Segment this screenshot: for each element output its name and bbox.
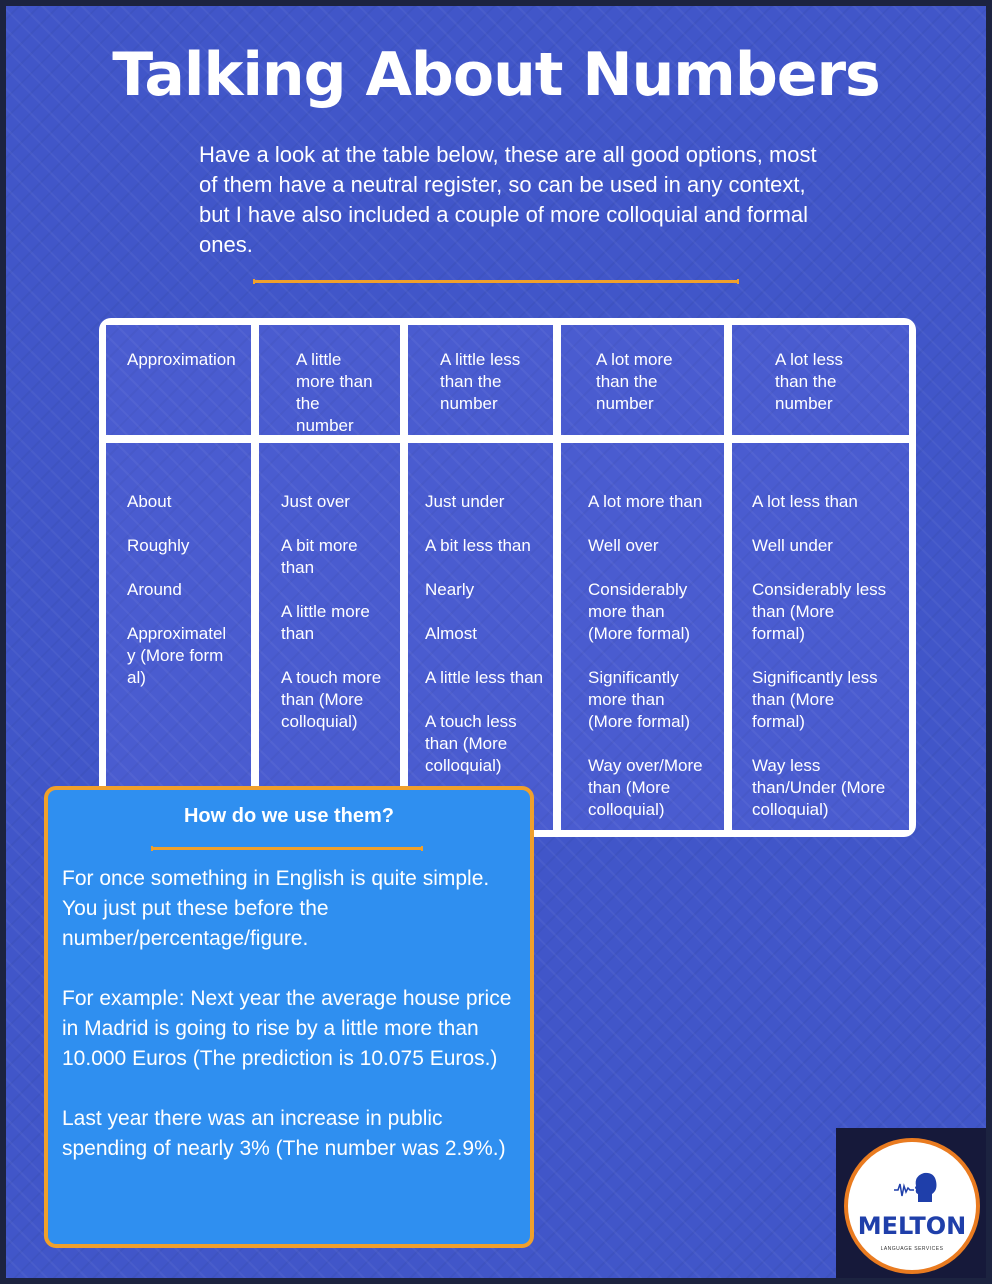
info-paragraph: For once something in English is quite s… bbox=[62, 867, 490, 950]
expression-list: A lot less than Well under Considerably … bbox=[752, 491, 887, 843]
header-cell-lot-less: A lot less than the number bbox=[732, 325, 909, 435]
header-cell-little-less: A little less than the number bbox=[408, 325, 553, 435]
list-item: About bbox=[127, 492, 172, 511]
list-item: Way over/More than (More colloquial) bbox=[588, 756, 703, 819]
list-item: A touch more than (More colloquial) bbox=[281, 668, 382, 731]
list-item: Way less than/Under (More colloquial) bbox=[752, 756, 886, 819]
expression-list: A lot more than Well over Considerably m… bbox=[588, 491, 706, 843]
list-item: A touch less than (More colloquial) bbox=[425, 712, 517, 775]
info-paragraph: Last year there was an increase in publi… bbox=[62, 1107, 506, 1160]
logo-badge: MELTON LANGUAGE SERVICES bbox=[844, 1138, 980, 1274]
body-cell-little-more: Just over A bit more than A little more … bbox=[259, 443, 400, 830]
page-title: Talking About Numbers bbox=[112, 40, 881, 110]
list-item: Considerably less than (More formal) bbox=[752, 580, 887, 643]
header-label: A little more than the number bbox=[296, 350, 373, 435]
list-item: Considerably more than (More formal) bbox=[588, 580, 691, 643]
body-cell-lot-less: A lot less than Well under Considerably … bbox=[732, 443, 909, 830]
list-item: A bit less than bbox=[425, 536, 531, 555]
usage-info-box: How do we use them? For once something i… bbox=[44, 786, 534, 1248]
info-divider bbox=[151, 846, 423, 851]
list-item: A lot more than bbox=[588, 492, 703, 511]
list-item: Significantly less than (More formal) bbox=[752, 668, 878, 731]
expression-list: Just under A bit less than Nearly Almost… bbox=[425, 491, 549, 799]
list-item: Significantly more than (More formal) bbox=[588, 668, 691, 731]
header-label: A lot more than the number bbox=[596, 350, 673, 413]
list-item: Almost bbox=[425, 624, 477, 643]
brand-logo: MELTON LANGUAGE SERVICES bbox=[836, 1128, 986, 1278]
logo-wordmark: MELTON bbox=[857, 1212, 967, 1240]
header-label: A little less than the number bbox=[440, 350, 521, 413]
list-item: Just over bbox=[281, 492, 350, 511]
body-cell-little-less: Just under A bit less than Nearly Almost… bbox=[408, 443, 553, 830]
list-item: A bit more than bbox=[281, 536, 358, 577]
title-divider bbox=[253, 279, 739, 284]
list-item: Roughly bbox=[127, 536, 190, 555]
list-item: Just under bbox=[425, 492, 505, 511]
header-label: A lot less than the number bbox=[775, 350, 844, 413]
list-item: A little more than bbox=[281, 602, 370, 643]
header-cell-little-more: A little more than the number bbox=[259, 325, 400, 435]
header-cell-approximation: Approximation bbox=[106, 325, 251, 435]
body-cell-approximation: About Roughly Around Approximately (More… bbox=[106, 443, 251, 830]
logo-tagline: LANGUAGE SERVICES bbox=[880, 1246, 944, 1252]
info-text: For once something in English is quite s… bbox=[62, 864, 512, 1194]
list-item: Well under bbox=[752, 536, 833, 555]
list-item: Around bbox=[127, 580, 182, 599]
speaking-head-icon bbox=[894, 1172, 937, 1202]
expressions-table: Approximation A little more than the num… bbox=[99, 318, 916, 837]
expression-list: Just over A bit more than A little more … bbox=[281, 491, 389, 755]
body-cell-lot-more: A lot more than Well over Considerably m… bbox=[561, 443, 724, 830]
list-item: Well over bbox=[588, 536, 659, 555]
expression-list: About Roughly Around Approximately (More… bbox=[127, 491, 227, 711]
info-title: How do we use them? bbox=[183, 805, 395, 827]
list-item: Nearly bbox=[425, 580, 475, 599]
intro-paragraph: Have a look at the table below, these ar… bbox=[199, 142, 817, 257]
list-item: A lot less than bbox=[752, 492, 858, 511]
list-item: Approximately (More formal) bbox=[127, 624, 227, 687]
info-paragraph: For example: Next year the average house… bbox=[62, 987, 512, 1070]
infographic-page: Talking About Numbers Have a look at the… bbox=[6, 6, 986, 1278]
header-label: Approximation bbox=[127, 350, 236, 369]
header-cell-lot-more: A lot more than the number bbox=[561, 325, 724, 435]
list-item: A little less than bbox=[425, 668, 544, 687]
